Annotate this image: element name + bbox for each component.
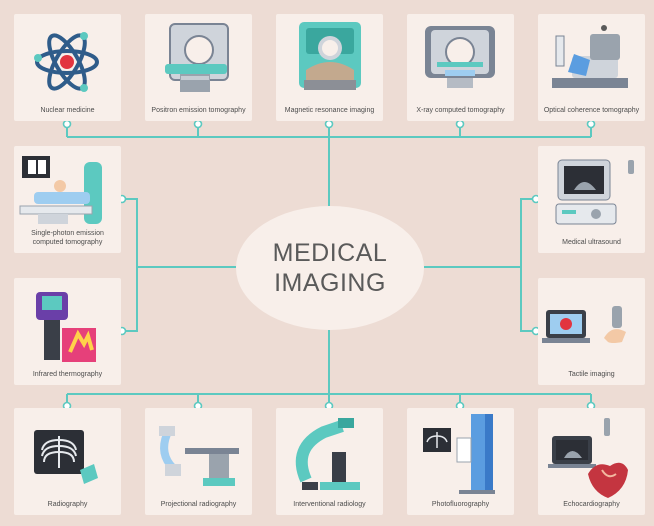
card-oct[interactable]: Optical coherence tomography	[538, 14, 645, 121]
card-spect[interactable]: Single-photon emission computed tomograp…	[14, 146, 121, 253]
chest-xray-icon	[34, 430, 98, 484]
label-ultrasound: Medical ultrasound	[562, 239, 621, 246]
echocardiography-icon	[548, 418, 628, 498]
pet-scanner-icon	[165, 23, 229, 92]
label-projectional: Projectional radiography	[160, 501, 237, 508]
c-arm-icon	[159, 426, 239, 486]
card-interventional[interactable]: Interventional radiology	[276, 408, 383, 515]
spect-scanner-icon	[19, 156, 102, 224]
label-interventional: Interventional radiology	[293, 501, 366, 508]
center-title-text: MEDICAL IMAGING	[272, 239, 388, 297]
thermal-camera-icon	[36, 292, 96, 362]
card-mri[interactable]: Magnetic resonance imaging	[276, 14, 383, 121]
card-tactile[interactable]: Tactile imaging	[538, 278, 645, 385]
label-mri: Magnetic resonance imaging	[284, 107, 375, 114]
label-ct: X-ray computed tomography	[416, 107, 505, 114]
label-nuclear-medicine: Nuclear medicine	[40, 107, 95, 114]
card-photofluorography[interactable]: Photofluorography	[407, 408, 514, 515]
card-projectional[interactable]: Projectional radiography	[145, 408, 252, 515]
label-echocardiography: Echocardiography	[563, 501, 620, 508]
label-oct: Optical coherence tomography	[543, 107, 640, 114]
oct-device-icon	[552, 25, 628, 88]
label-spect: Single-photon emission computed tomograp…	[31, 230, 104, 246]
label-radiography: Radiography	[47, 501, 88, 508]
interventional-c-arm-icon	[295, 418, 360, 490]
atom-icon	[34, 32, 99, 92]
label-thermography: Infrared thermography	[32, 371, 103, 378]
label-photofluorography: Photofluorography	[431, 501, 490, 508]
card-ultrasound[interactable]: Medical ultrasound	[538, 146, 645, 253]
card-ct[interactable]: X-ray computed tomography	[407, 14, 514, 121]
tactile-imaging-icon	[542, 306, 626, 343]
card-nuclear-medicine[interactable]: Nuclear medicine	[14, 14, 121, 121]
card-echocardiography[interactable]: Echocardiography	[538, 408, 645, 515]
card-thermography[interactable]: Infrared thermography	[14, 278, 121, 385]
card-radiography[interactable]: Radiography	[14, 408, 121, 515]
ct-scanner-icon	[425, 26, 495, 88]
ultrasound-machine-icon	[555, 159, 634, 225]
label-tactile: Tactile imaging	[568, 371, 615, 378]
center-title: MEDICAL IMAGING	[236, 206, 424, 330]
photofluorography-icon	[423, 414, 495, 494]
label-pet: Positron emission tomography	[151, 107, 246, 114]
mri-scanner-icon	[299, 22, 361, 90]
card-pet[interactable]: Positron emission tomography	[145, 14, 252, 121]
